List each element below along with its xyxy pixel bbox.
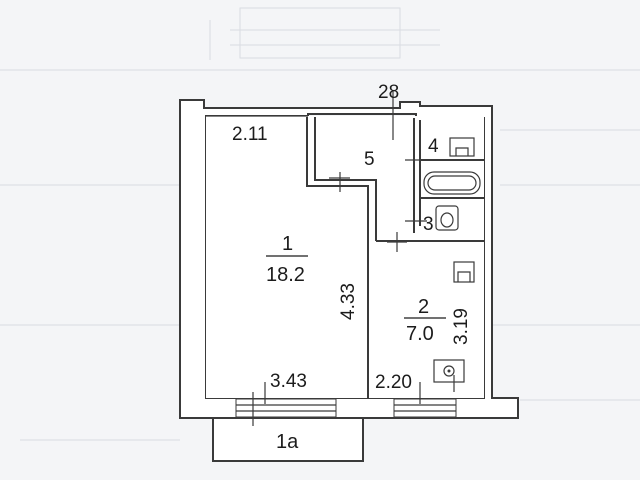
balcony-label: 1а: [276, 431, 299, 453]
room-4-number: 4: [428, 136, 439, 157]
toilet-icon: [449, 137, 475, 157]
balcony-outline: [212, 413, 364, 462]
washbasin-icon: [435, 205, 459, 231]
dimension-right-vertical: 3.19: [451, 308, 472, 345]
sink-icon: [453, 261, 475, 283]
room-1-area: 18.2: [266, 264, 305, 286]
room-5-number: 5: [364, 149, 375, 170]
interior-fill: [206, 116, 484, 398]
top-marker-label: 28: [378, 82, 399, 103]
room-3-number: 3: [423, 214, 434, 235]
dimension-ticks: [252, 90, 455, 426]
bathtub-icon: [423, 171, 481, 195]
stove-icon: [433, 359, 465, 383]
partitions: [206, 115, 484, 398]
room-2-area: 7.0: [406, 323, 434, 345]
dimension-bottom-right: 2.20: [375, 372, 412, 393]
dimension-bottom-left: 3.43: [270, 371, 307, 392]
dimension-top-left: 2.11: [232, 124, 268, 145]
dimension-middle-vertical: 4.33: [338, 283, 359, 320]
room-2-number: 2: [418, 296, 429, 318]
room-1-number: 1: [282, 233, 293, 255]
